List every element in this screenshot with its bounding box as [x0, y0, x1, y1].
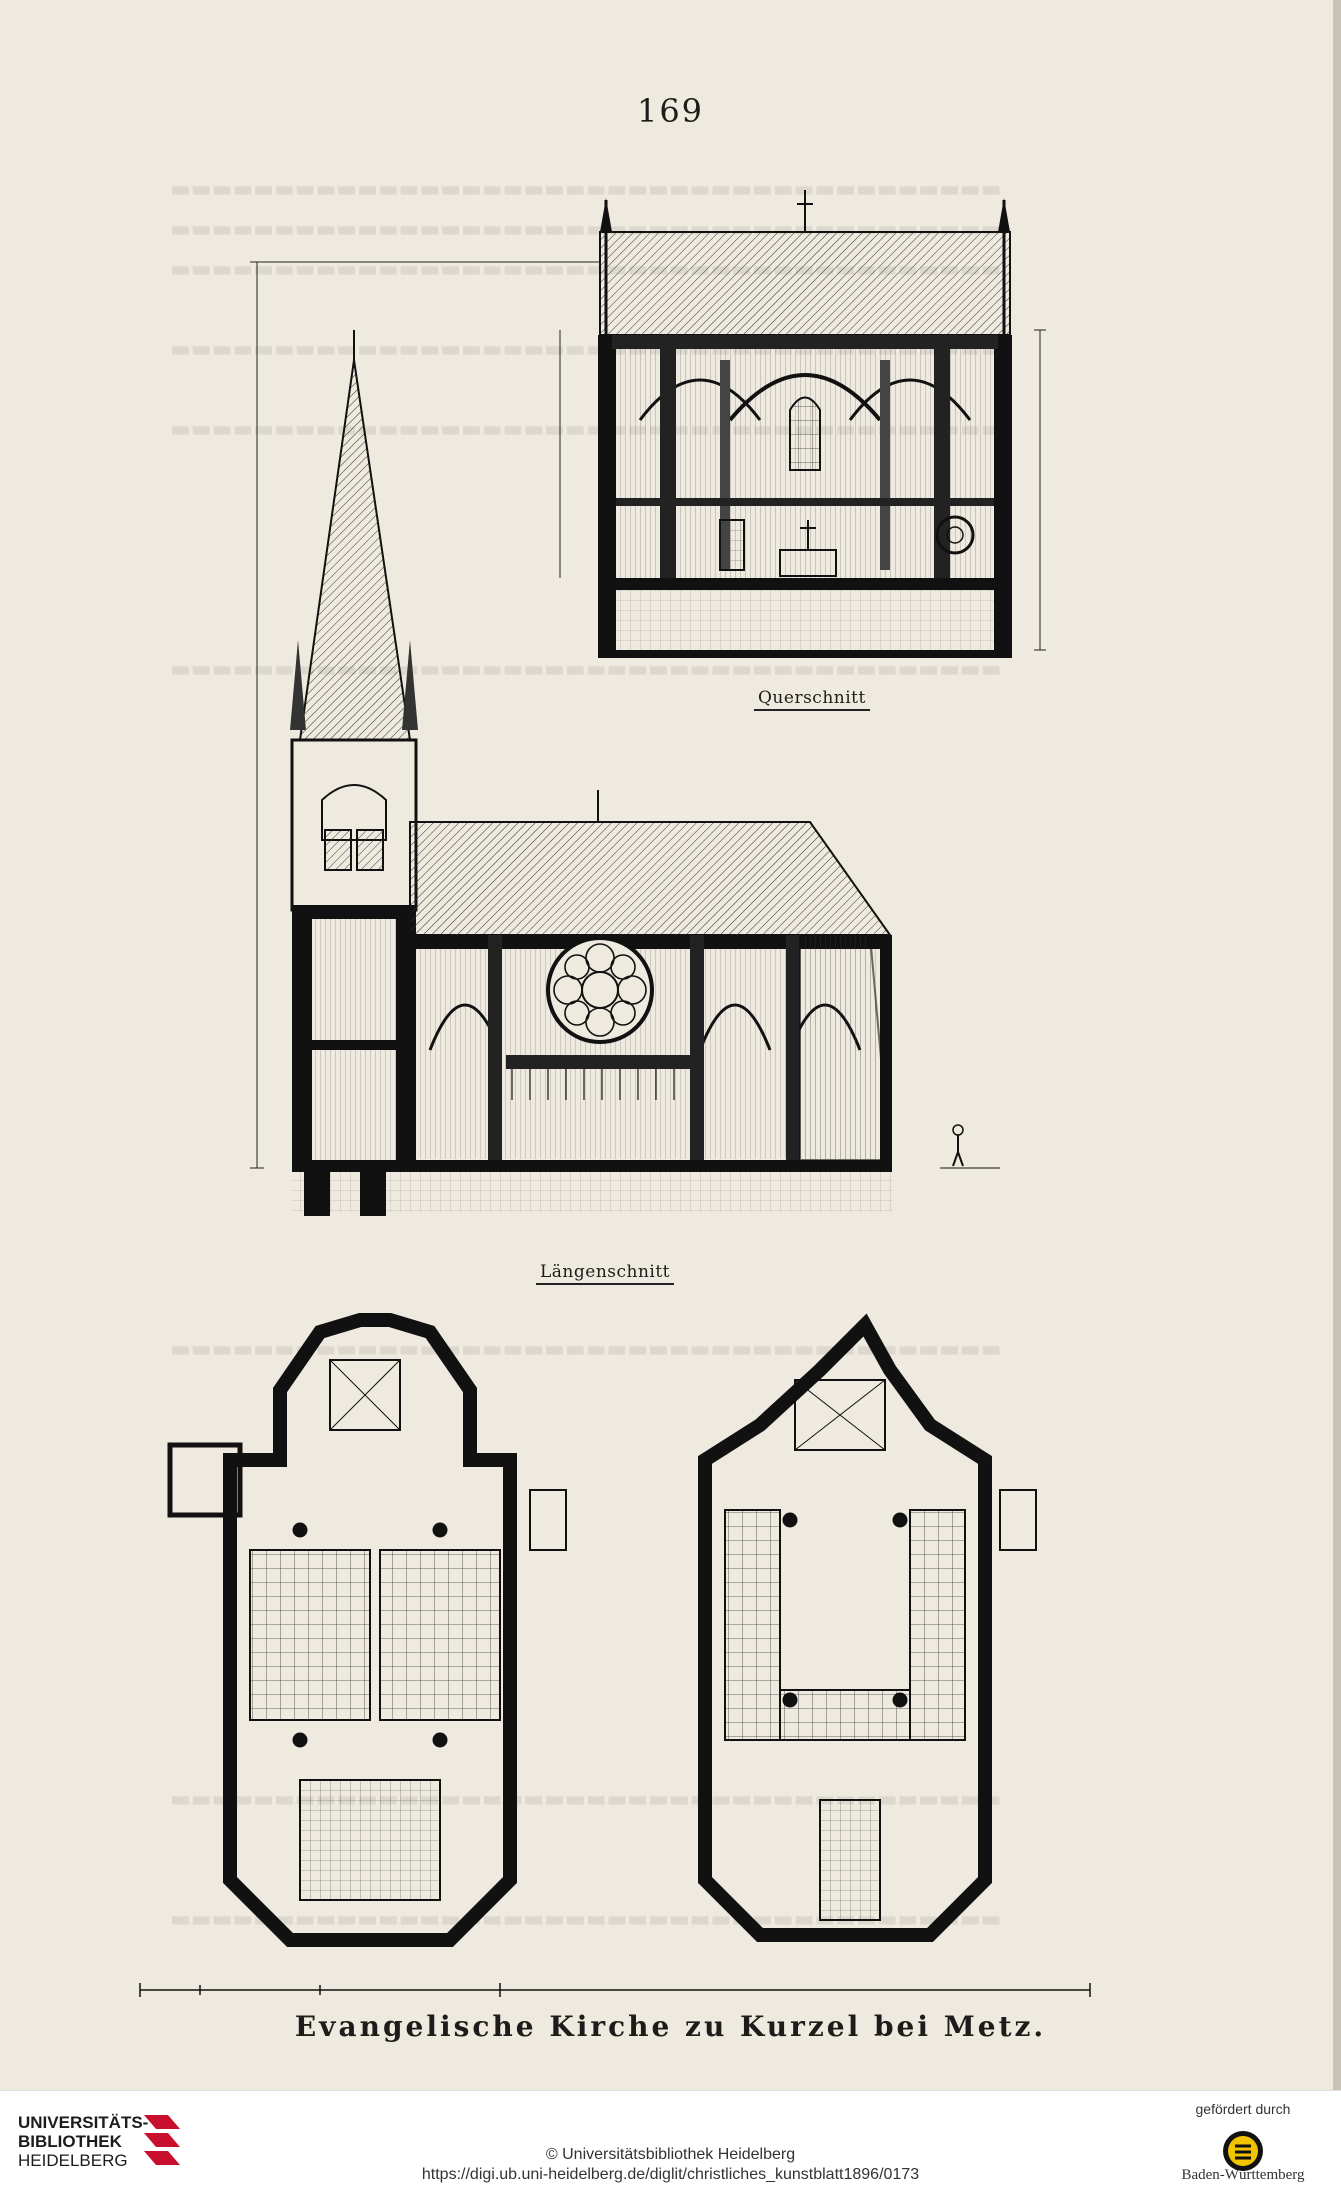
footer-bar: UNIVERSITÄTS- BIBLIOTHEK HEIDELBERG © Un… [0, 2090, 1341, 2195]
state-crest-icon [1223, 2131, 1263, 2171]
longitudinal-section-drawing [250, 261, 1000, 1216]
architectural-drawings [139, 190, 1091, 1997]
library-mark-icon [144, 2115, 180, 2165]
copyright-text: © Universitätsbibliothek Heidelberg [545, 2146, 796, 2163]
library-name-line1: UNIVERSITÄTS- [18, 2113, 149, 2132]
floor-plan-gallery [698, 1313, 1037, 1942]
funding-notice: gefördert durch Baden-Württemberg [1163, 2101, 1323, 2184]
page-number: 169 [636, 92, 705, 130]
library-name-line3: HEIDELBERG [18, 2151, 128, 2170]
funded-by-text: gefördert durch [1195, 2101, 1291, 2117]
cross-section-label: Querschnitt [754, 688, 870, 711]
library-name-line2: BIBLIOTHEK [18, 2132, 122, 2151]
bleed-through-text: ▬▬▬▬▬▬▬▬▬▬▬▬▬▬▬▬▬▬▬▬▬▬▬▬▬▬▬▬▬▬▬▬▬▬▬▬▬▬▬▬ [170, 177, 1002, 202]
longitudinal-section-label: Längenschnitt [536, 1262, 675, 1285]
cross-section-drawing [559, 190, 1046, 658]
funder-name: Baden-Württemberg [1181, 2167, 1305, 2183]
floor-plan-ground [167, 1313, 567, 1947]
scale-bar [139, 1983, 1091, 1997]
figure-caption: Evangelische Kirche zu Kurzel bei Metz. [294, 2010, 1047, 2043]
scanned-page: ▬▬▬▬▬▬▬▬▬▬▬▬▬▬▬▬▬▬▬▬▬▬▬▬▬▬▬▬▬▬▬▬▬▬▬▬▬▬▬▬… [139, 0, 1341, 2090]
permalink-url[interactable]: https://digi.ub.uni-heidelberg.de/diglit… [421, 2166, 920, 2183]
copyright-block: © Universitätsbibliothek Heidelberg http… [0, 2145, 1341, 2185]
library-logo[interactable]: UNIVERSITÄTS- BIBLIOTHEK HEIDELBERG [18, 2113, 148, 2170]
